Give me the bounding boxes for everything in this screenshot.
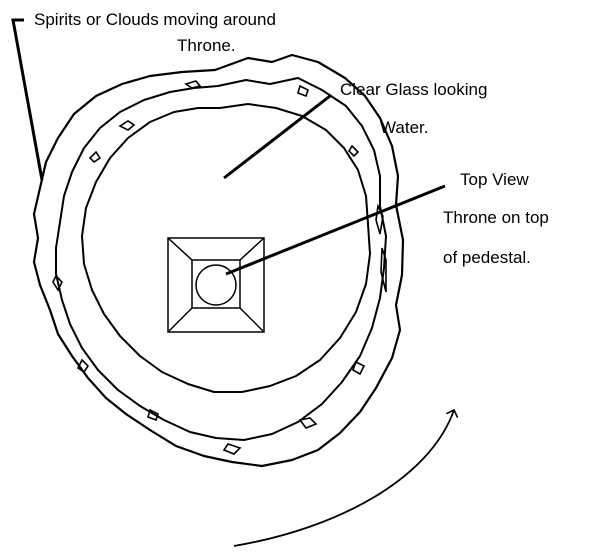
label-topview-line1: Top View [460, 170, 529, 189]
label-spirits-line1: Spirits or Clouds moving around [34, 10, 276, 29]
cloud-ring-middle [56, 78, 386, 440]
cloud-texture [53, 81, 386, 454]
label-spirits-line2: Throne. [177, 36, 236, 55]
label-topview-line3: of pedestal. [443, 248, 531, 267]
water-edge-ring [82, 104, 370, 392]
rotation-arrow [234, 410, 454, 546]
label-glass-line1: Clear Glass looking [340, 80, 487, 99]
pedestal-top-view [168, 238, 264, 332]
leader-lines [13, 20, 445, 274]
pedestal-inner-square [192, 260, 240, 308]
label-topview-line2: Throne on top [443, 208, 549, 227]
throne-leader-line [226, 186, 445, 274]
spirits-leader-line [13, 20, 42, 180]
label-glass-line2: Water. [380, 118, 429, 137]
